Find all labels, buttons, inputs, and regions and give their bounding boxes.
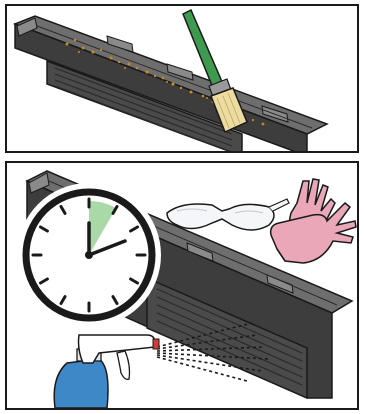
clock-icon xyxy=(19,185,159,325)
spray-bottle-icon xyxy=(54,335,159,408)
brush-grease-illustration xyxy=(7,6,357,151)
step-spray-degreaser-panel xyxy=(5,161,359,410)
rubber-gloves-icon xyxy=(271,179,356,263)
grease-filter-icon xyxy=(15,16,327,151)
step-brush-grease-panel xyxy=(5,4,359,153)
spray-degreaser-illustration xyxy=(7,163,357,408)
safety-glasses-icon xyxy=(167,199,289,230)
